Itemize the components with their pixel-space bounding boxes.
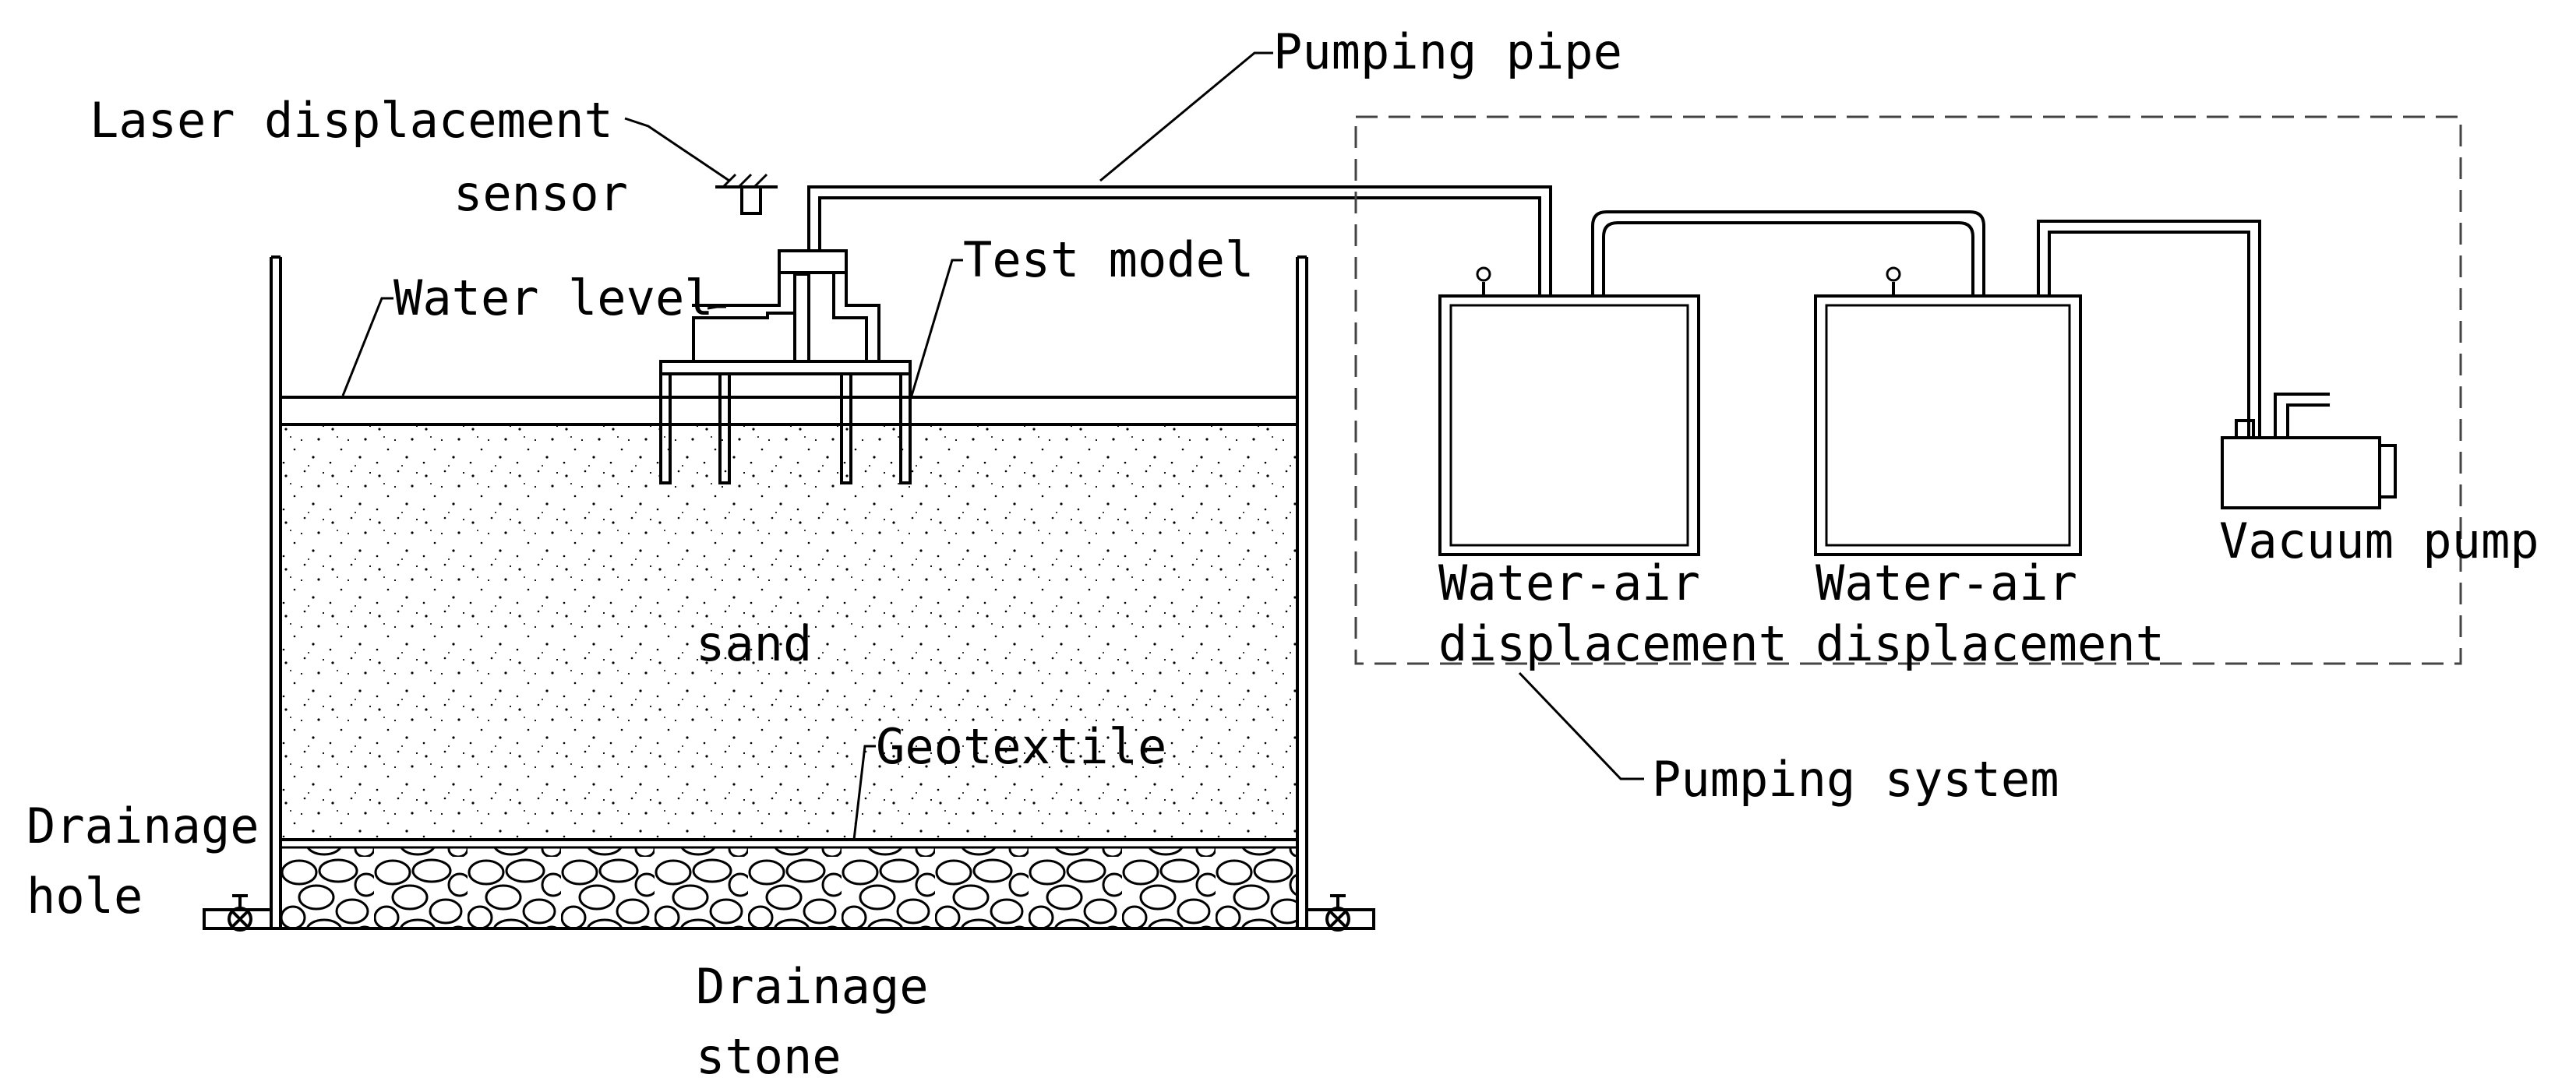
chamber-1-label-line2: displacement xyxy=(1438,615,1787,672)
laser-displacement-sensor xyxy=(715,173,778,215)
vacuum-pump-label: Vacuum pump xyxy=(2219,513,2539,569)
pumping-system-boundary xyxy=(1354,115,2462,665)
drainage-hole-label-line1: Drainage xyxy=(26,798,259,854)
left-drainage-hole xyxy=(203,894,273,932)
sand-label: sand xyxy=(696,615,812,672)
pumping-pipe xyxy=(807,185,2261,438)
laser-sensor-label-line2: sensor xyxy=(453,165,628,222)
drainage-stone-label-line2: stone xyxy=(696,1028,842,1085)
sand-layer xyxy=(281,424,1297,841)
water-level-label: Water level xyxy=(393,269,714,326)
drainage-stone-label-line1: Drainage xyxy=(696,958,929,1015)
pumping-system-label: Pumping system xyxy=(1652,751,2059,808)
leader-lines xyxy=(341,51,1644,840)
drainage-stone-layer xyxy=(281,847,1297,927)
water-air-displacement-chamber-1 xyxy=(1438,266,1700,556)
geotextile-label: Geotextile xyxy=(876,718,1166,775)
chamber-2-label-line1: Water-air xyxy=(1816,555,2077,611)
laser-sensor-label-line1: Laser displacement xyxy=(90,92,613,149)
test-model xyxy=(659,249,912,484)
right-drainage-hole xyxy=(1305,894,1375,932)
chamber-2-label-line2: displacement xyxy=(1816,615,2165,672)
pumping-pipe-label: Pumping pipe xyxy=(1273,23,1622,80)
drainage-hole-label-line2: hole xyxy=(26,868,143,925)
water-air-displacement-chamber-2 xyxy=(1814,266,2082,556)
test-model-label: Test model xyxy=(963,231,1254,288)
test-tank xyxy=(270,255,1308,930)
chamber-1-label-line1: Water-air xyxy=(1438,555,1700,611)
vacuum-pump xyxy=(2221,393,2397,509)
